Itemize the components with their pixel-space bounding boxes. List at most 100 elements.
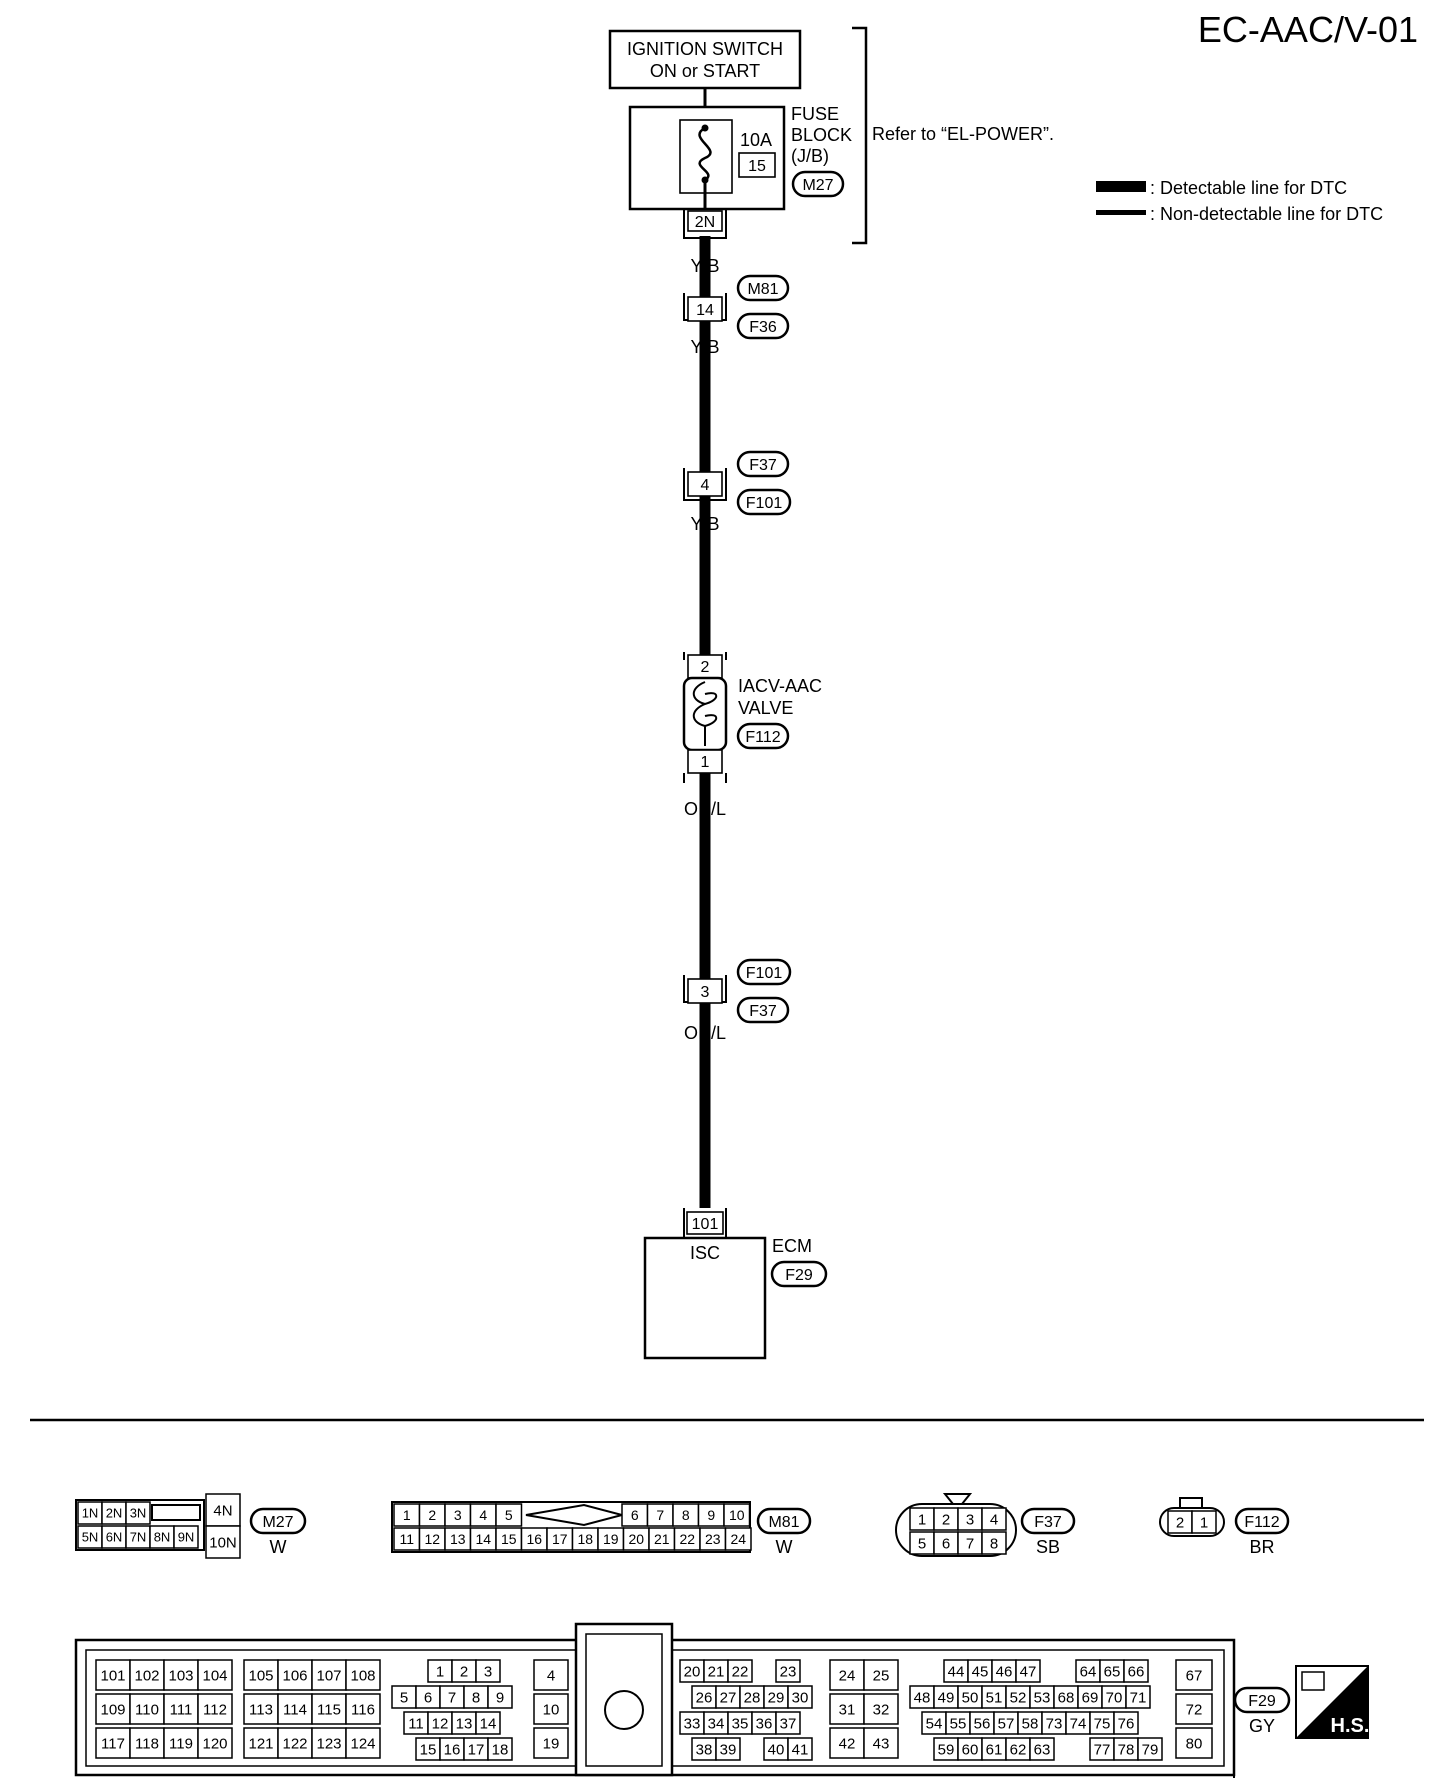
pin-number: 14 — [475, 1531, 491, 1547]
pin-number: 79 — [1142, 1741, 1159, 1758]
joint1-pin: 14 — [696, 302, 714, 319]
connector-m81-label: M81 — [747, 281, 778, 298]
fuse-block-label-3: (J/B) — [791, 146, 829, 166]
valve-pin-bottom: 1 — [701, 754, 710, 771]
pin-number: 4 — [547, 1667, 555, 1684]
pin-number: 102 — [134, 1667, 159, 1684]
pin-number: 47 — [1020, 1663, 1037, 1680]
pin-number: 17 — [468, 1741, 485, 1758]
pin-number: 49 — [938, 1689, 955, 1706]
connector-f101-label-b: F101 — [746, 965, 783, 982]
connector-pin — [125, 1501, 151, 1525]
connector-pin — [243, 1693, 279, 1725]
connector-badge-f36 — [736, 312, 790, 340]
hs-label: H.S. — [1331, 1715, 1370, 1737]
pin-number: 24 — [730, 1531, 746, 1547]
connector-pin — [129, 1693, 165, 1725]
pin-number: 113 — [249, 1701, 273, 1718]
pin-number: 1 — [918, 1511, 926, 1528]
pin-number: 22 — [732, 1663, 749, 1680]
pin-number: 1 — [436, 1663, 444, 1680]
connector-pin — [345, 1693, 381, 1725]
pin-number: 69 — [1082, 1689, 1099, 1706]
fuse-amp: 10A — [740, 130, 772, 150]
pin-number: 39 — [720, 1741, 737, 1758]
pin-number: 7 — [448, 1689, 456, 1706]
pin-number: 9 — [496, 1689, 504, 1706]
pin-number: 56 — [974, 1715, 991, 1732]
pin-number: 6N — [106, 1530, 123, 1545]
connector-pin — [863, 1727, 899, 1759]
pin-number: 68 — [1058, 1689, 1075, 1706]
pin-number: 13 — [450, 1531, 466, 1547]
pin-number: 107 — [316, 1667, 341, 1684]
pin-number: 51 — [986, 1689, 1003, 1706]
pin-number: 19 — [603, 1531, 619, 1547]
connector-f112-label: F112 — [745, 729, 780, 746]
pin-number: 116 — [351, 1701, 375, 1718]
pin-number: 118 — [135, 1735, 159, 1752]
joint-connector-14: 14 — [683, 293, 727, 322]
pin-number: 43 — [873, 1735, 890, 1752]
connector-badge-f37 — [736, 450, 790, 478]
connector-pin — [311, 1659, 347, 1691]
pin-number: 1N — [82, 1506, 99, 1521]
pin-number: 6 — [424, 1689, 432, 1706]
pin-number: 16 — [444, 1741, 461, 1758]
pin-number: 53 — [1034, 1689, 1051, 1706]
ecm-label: ECM — [772, 1236, 812, 1256]
connector-pin — [163, 1727, 199, 1759]
pin-number: 117 — [101, 1735, 125, 1752]
connector-badge-f101 — [736, 488, 792, 516]
connector-id: M81 — [768, 1514, 799, 1531]
pin-number: 9 — [707, 1507, 715, 1523]
pin-number: 31 — [839, 1701, 856, 1718]
connector-pin — [173, 1525, 199, 1549]
connector-pin — [1175, 1693, 1213, 1725]
pin-number: 28 — [744, 1689, 761, 1706]
connector-pin — [775, 1711, 801, 1735]
connector-pin — [197, 1659, 233, 1691]
fuse-symbol — [698, 126, 712, 182]
connector-pin — [205, 1525, 241, 1559]
connector-pin — [863, 1693, 899, 1725]
pin-number: 5N — [82, 1530, 99, 1545]
pin-number: 78 — [1118, 1741, 1135, 1758]
connector-pin — [311, 1693, 347, 1725]
pin-number: 76 — [1118, 1715, 1135, 1732]
connector-pin — [981, 1531, 1007, 1555]
pin-number: 32 — [873, 1701, 890, 1718]
pin-number: 123 — [316, 1735, 341, 1752]
wire-color-yb-1: Y/B — [690, 256, 719, 276]
joint-connector-3: 3 — [683, 975, 727, 1004]
wire-color-orl-2: OR/L — [684, 1023, 726, 1043]
connector-pin — [1191, 1510, 1217, 1534]
connector-id: F37 — [1034, 1514, 1062, 1531]
pin-number: 80 — [1186, 1735, 1203, 1752]
pin-number: 3N — [130, 1506, 147, 1521]
pin-number: 14 — [480, 1715, 497, 1732]
connector-pin — [197, 1727, 233, 1759]
pin-number: 4 — [990, 1511, 998, 1528]
connector-pin — [1123, 1659, 1149, 1683]
connector-pin — [475, 1711, 501, 1735]
coil-icon — [692, 681, 718, 746]
pin-number: 71 — [1130, 1689, 1147, 1706]
refer-note: Refer to “EL-POWER”. — [872, 124, 1054, 144]
pin-number: 5 — [505, 1507, 513, 1523]
pin-number: 46 — [996, 1663, 1013, 1680]
connector-badge — [249, 1507, 307, 1535]
pin-number: 10N — [209, 1534, 237, 1551]
connector-pin — [163, 1693, 199, 1725]
pin-number: 67 — [1186, 1667, 1203, 1684]
ecm-terminal: ISC — [690, 1243, 720, 1263]
connector-pin — [863, 1659, 899, 1691]
connector-pin — [1029, 1737, 1055, 1761]
pin-number: 2 — [460, 1663, 468, 1680]
pin-number: 6 — [942, 1535, 950, 1552]
connector-pin — [1113, 1711, 1139, 1735]
connector-pin — [345, 1659, 381, 1691]
connector-pin — [533, 1659, 569, 1691]
connector-pin — [487, 1737, 513, 1761]
pin-number: 2 — [942, 1511, 950, 1528]
